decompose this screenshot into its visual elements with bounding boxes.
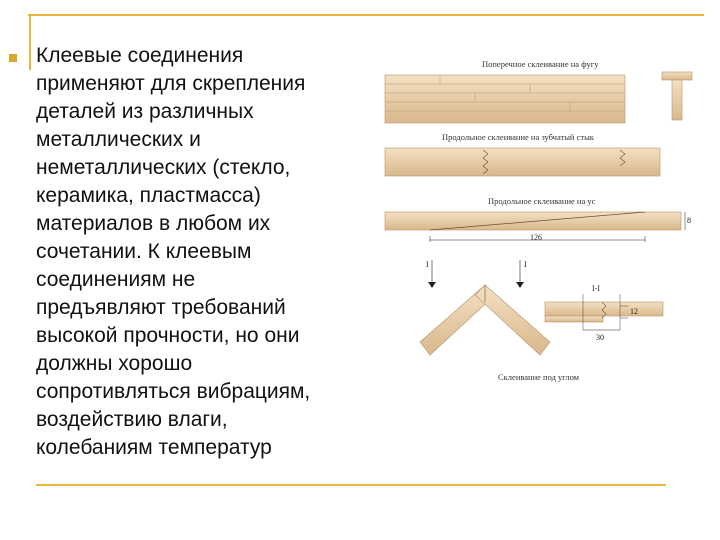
cross-glued-planks: [384, 74, 626, 124]
caption-scarf-joint: Продольное склеивание на ус: [488, 196, 596, 206]
finger-joint-board: [384, 147, 661, 177]
dim-label-8: 8: [687, 216, 691, 225]
dim-label-section: I-I: [592, 284, 600, 293]
scarf-joint-board: [384, 211, 686, 242]
bullet-square-icon: [9, 54, 17, 62]
dim-label-i-left: I: [426, 260, 429, 269]
angle-joint-chevron: [419, 260, 551, 356]
caption-angle-joint: Склеивание под углом: [498, 372, 580, 382]
top-rule: [28, 14, 704, 16]
caption-finger-joint: Продольное склеивание на зубчатый стык: [442, 132, 594, 142]
slide-body-text: Клеевые соединения применяют для скрепле…: [36, 44, 311, 459]
dim-label-i-right: I: [524, 260, 527, 269]
joint-illustration: Поперечное склеивание на фугу Продольное…: [380, 50, 700, 400]
dim-label-30: 30: [596, 333, 604, 342]
t-profile: [661, 71, 693, 121]
bottom-rule: [36, 484, 666, 486]
joint-drawings: [384, 71, 693, 356]
dim-label-12: 12: [630, 307, 638, 316]
section-detail: [544, 294, 664, 331]
dim-label-126: 126: [530, 233, 542, 242]
left-rule: [29, 14, 31, 70]
caption-cross-gluing: Поперечное склеивание на фугу: [482, 59, 599, 69]
